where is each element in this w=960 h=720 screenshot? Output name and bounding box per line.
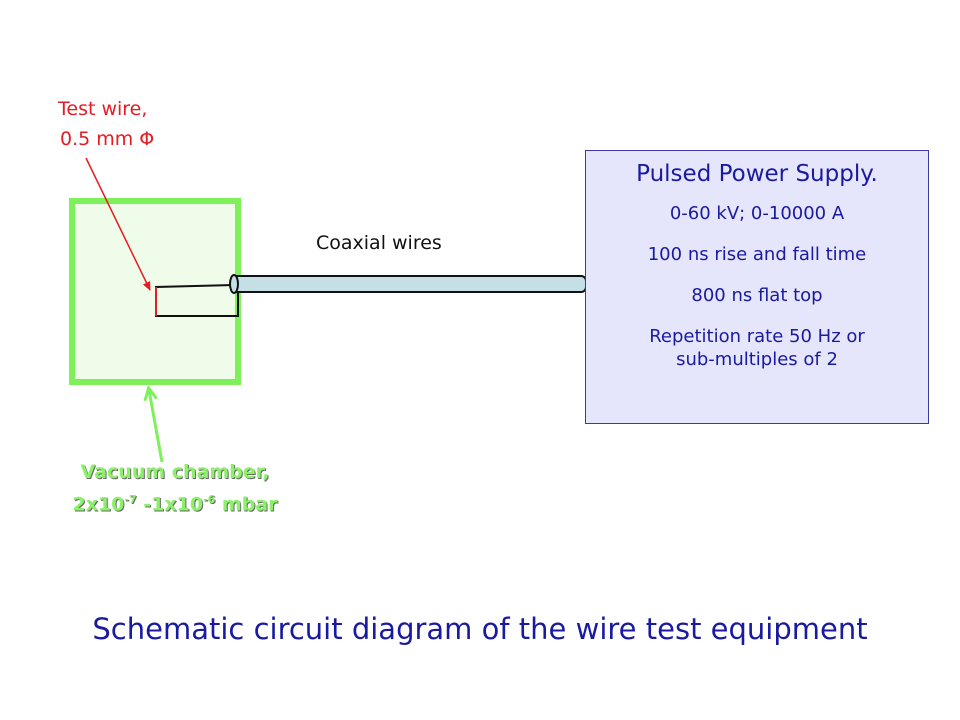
power-supply-spec-rise-time: 100 ns rise and fall time	[647, 244, 867, 265]
test-wire-label-line1: Test wire,	[58, 98, 148, 120]
pressure-exponent-2: -6	[203, 493, 216, 506]
coaxial-wires-label: Coaxial wires	[316, 232, 442, 254]
pressure-unit: mbar	[215, 493, 278, 516]
pressure-base-1: 2x10	[72, 493, 125, 516]
test-wire-arrow	[85, 157, 151, 291]
pressure-base-2: -1x10	[136, 493, 204, 516]
diagram-caption: Schematic circuit diagram of the wire te…	[92, 612, 868, 646]
power-supply-spec-submultiples: sub-multiples of 2	[676, 349, 838, 370]
power-supply-spec-flat-top: 800 ns flat top	[691, 285, 823, 306]
test-wire-label-line2: 0.5 mm Φ	[60, 128, 155, 150]
coax-end-cap	[229, 274, 239, 294]
power-supply-title: Pulsed Power Supply.	[636, 161, 878, 187]
vacuum-chamber-label-line1: Vacuum chamber,	[80, 461, 270, 483]
power-supply-spec-voltage-current: 0-60 kV; 0-10000 A	[669, 203, 845, 224]
vacuum-chamber-label: Vacuum chamber, 2x10-7 -1x10-6 mbar	[30, 458, 320, 518]
pulsed-power-supply-box: Pulsed Power Supply. 0-60 kV; 0-10000 A …	[585, 150, 929, 424]
vacuum-chamber-arrow	[149, 390, 164, 463]
pressure-exponent-1: -7	[124, 493, 137, 506]
test-wire-label: Test wire, 0.5 mm Φ	[58, 94, 154, 154]
power-supply-spec-repetition: Repetition rate 50 Hz or	[649, 326, 865, 347]
coaxial-cable	[231, 275, 587, 293]
vacuum-chamber-pressure: 2x10-7 -1x10-6 mbar	[30, 486, 320, 518]
